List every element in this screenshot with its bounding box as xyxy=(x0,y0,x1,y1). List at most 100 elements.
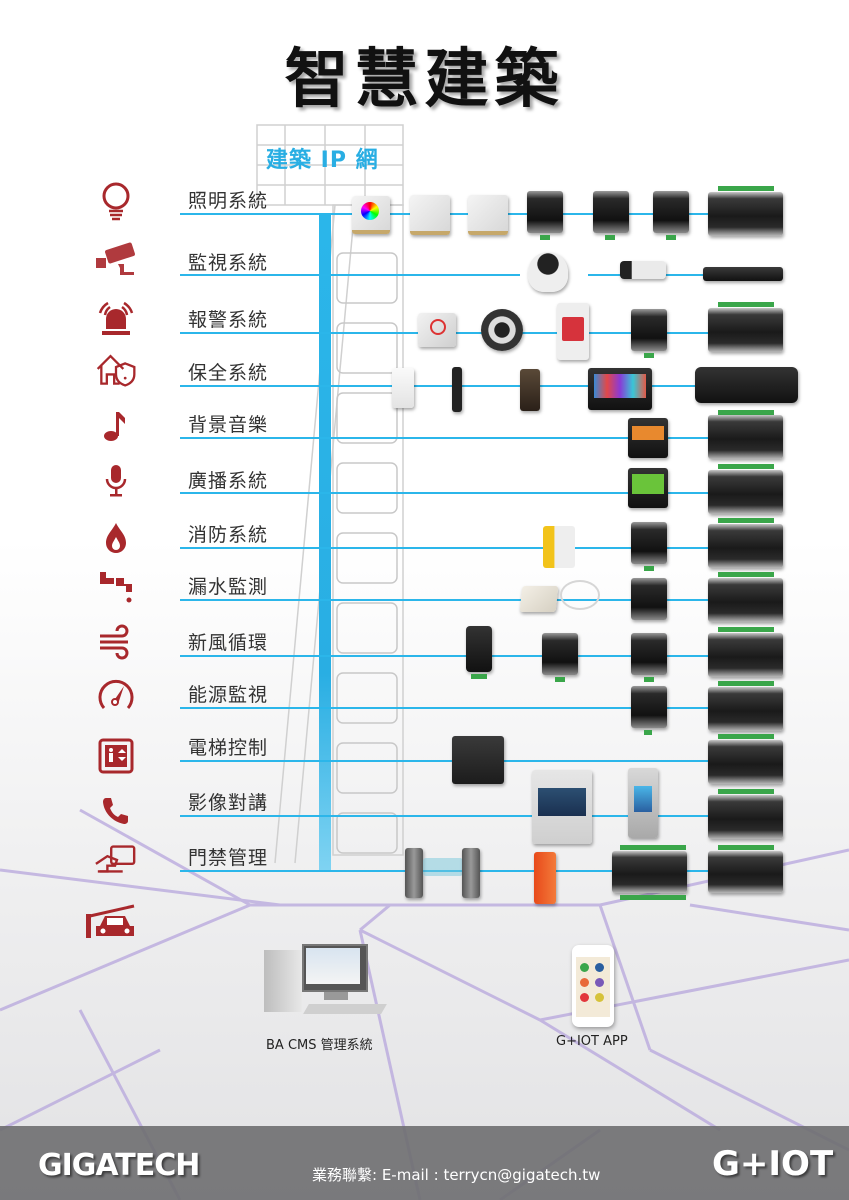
terminal-block xyxy=(644,677,654,682)
system-label[interactable]: 報警系統 xyxy=(188,309,269,331)
main-controller xyxy=(708,740,783,784)
app-phone-illustration xyxy=(572,945,614,1027)
gigatech-logo: GIGATECH xyxy=(38,1148,200,1183)
speed-gate xyxy=(405,848,423,898)
system-label[interactable]: 能源監視 xyxy=(188,684,269,706)
terminal-block xyxy=(718,302,774,307)
connection-line xyxy=(180,547,780,549)
connection-line xyxy=(180,332,780,334)
system-label[interactable]: 影像對講 xyxy=(188,792,269,814)
terminal-block xyxy=(644,353,654,358)
ip-backbone-line xyxy=(319,215,331,870)
io-module xyxy=(631,578,667,620)
cctv-camera-icon xyxy=(94,238,138,282)
broadcast-panel xyxy=(628,468,668,508)
flame-icon xyxy=(94,516,138,560)
main-controller xyxy=(708,851,783,893)
bullet-camera xyxy=(620,261,666,279)
io-module xyxy=(631,633,667,675)
terminal-block xyxy=(718,518,774,523)
indoor-monitor xyxy=(588,368,652,410)
parking-car-icon xyxy=(84,900,140,944)
music-panel xyxy=(628,418,668,458)
alarm-panel xyxy=(557,303,589,360)
fisheye-camera xyxy=(481,309,523,351)
elevator-icon xyxy=(94,734,138,778)
cms-label: BA CMS 管理系統 xyxy=(266,1038,373,1053)
connection-line xyxy=(180,870,780,872)
terminal-block xyxy=(718,627,774,632)
system-label[interactable]: 消防系統 xyxy=(188,524,269,546)
terminal-block xyxy=(666,235,676,240)
system-label[interactable]: 監視系統 xyxy=(188,252,269,274)
wind-icon xyxy=(94,620,138,664)
gate-wing xyxy=(423,858,463,876)
connection-line xyxy=(180,707,780,709)
main-controller xyxy=(708,470,783,514)
emergency-button xyxy=(418,313,456,347)
terminal-block xyxy=(718,572,774,577)
music-note-icon xyxy=(94,404,138,448)
terminal-block xyxy=(644,730,652,735)
network-label: 建築 IP 網 xyxy=(266,148,379,173)
connection-line xyxy=(180,385,780,387)
system-label[interactable]: 背景音樂 xyxy=(188,414,269,436)
card-access-icon xyxy=(94,838,138,882)
terminal-block xyxy=(718,734,774,739)
lightbulb-icon xyxy=(94,180,138,224)
giot-logo: G+IOT xyxy=(712,1144,834,1184)
main-controller xyxy=(708,687,783,731)
main-controller xyxy=(708,415,783,459)
terminal-block xyxy=(718,789,774,794)
elevator-controller xyxy=(452,736,504,784)
system-label[interactable]: 保全系統 xyxy=(188,362,269,384)
terminal-block xyxy=(718,464,774,469)
terminal-block xyxy=(605,235,615,240)
terminal-block xyxy=(644,566,654,571)
terminal-block xyxy=(540,235,550,240)
system-label[interactable]: 門禁管理 xyxy=(188,847,269,869)
terminal-block xyxy=(718,186,774,191)
leaking-pipe-icon xyxy=(94,566,138,610)
io-module xyxy=(653,191,689,233)
footer-bar xyxy=(0,1126,849,1200)
connection-line xyxy=(180,815,780,817)
guard-console xyxy=(695,367,798,403)
rgb-touch-panel xyxy=(352,196,390,234)
main-controller xyxy=(708,192,783,236)
main-controller xyxy=(708,578,783,622)
system-label[interactable]: 電梯控制 xyxy=(188,737,269,759)
terminal-block xyxy=(620,895,686,900)
terminal-block xyxy=(620,845,686,850)
contact-email[interactable]: 業務聯繫: E-mail : terrycn@gigatech.tw xyxy=(312,1166,601,1184)
thermostat xyxy=(466,626,492,672)
main-controller xyxy=(708,308,783,352)
touch-panel xyxy=(410,195,450,235)
sensor-cable xyxy=(560,580,600,610)
app-label: G+IOT APP xyxy=(556,1034,628,1049)
io-module xyxy=(631,309,667,351)
terminal-block xyxy=(555,677,565,682)
speed-gate xyxy=(462,848,480,898)
io-module xyxy=(631,522,667,564)
system-label[interactable]: 照明系統 xyxy=(188,190,269,212)
connection-line xyxy=(180,492,780,494)
connection-line xyxy=(180,599,780,601)
pir-sensor xyxy=(392,368,414,408)
terminal-block xyxy=(718,410,774,415)
access-controller xyxy=(612,851,687,893)
io-module xyxy=(527,191,563,233)
water-leak-sensor xyxy=(519,586,559,612)
phone-icon xyxy=(94,788,138,832)
system-label[interactable]: 廣播系統 xyxy=(188,470,269,492)
system-label[interactable]: 新風循環 xyxy=(188,632,269,654)
door-station xyxy=(520,369,540,411)
page-title: 智慧建築 xyxy=(284,43,565,117)
gauge-icon xyxy=(94,673,138,717)
main-controller xyxy=(708,524,783,568)
touch-panel xyxy=(468,195,508,235)
connection-line xyxy=(180,274,520,276)
alarm-siren-icon xyxy=(94,294,138,338)
system-label[interactable]: 漏水監測 xyxy=(188,576,269,598)
dome-camera xyxy=(528,252,568,292)
